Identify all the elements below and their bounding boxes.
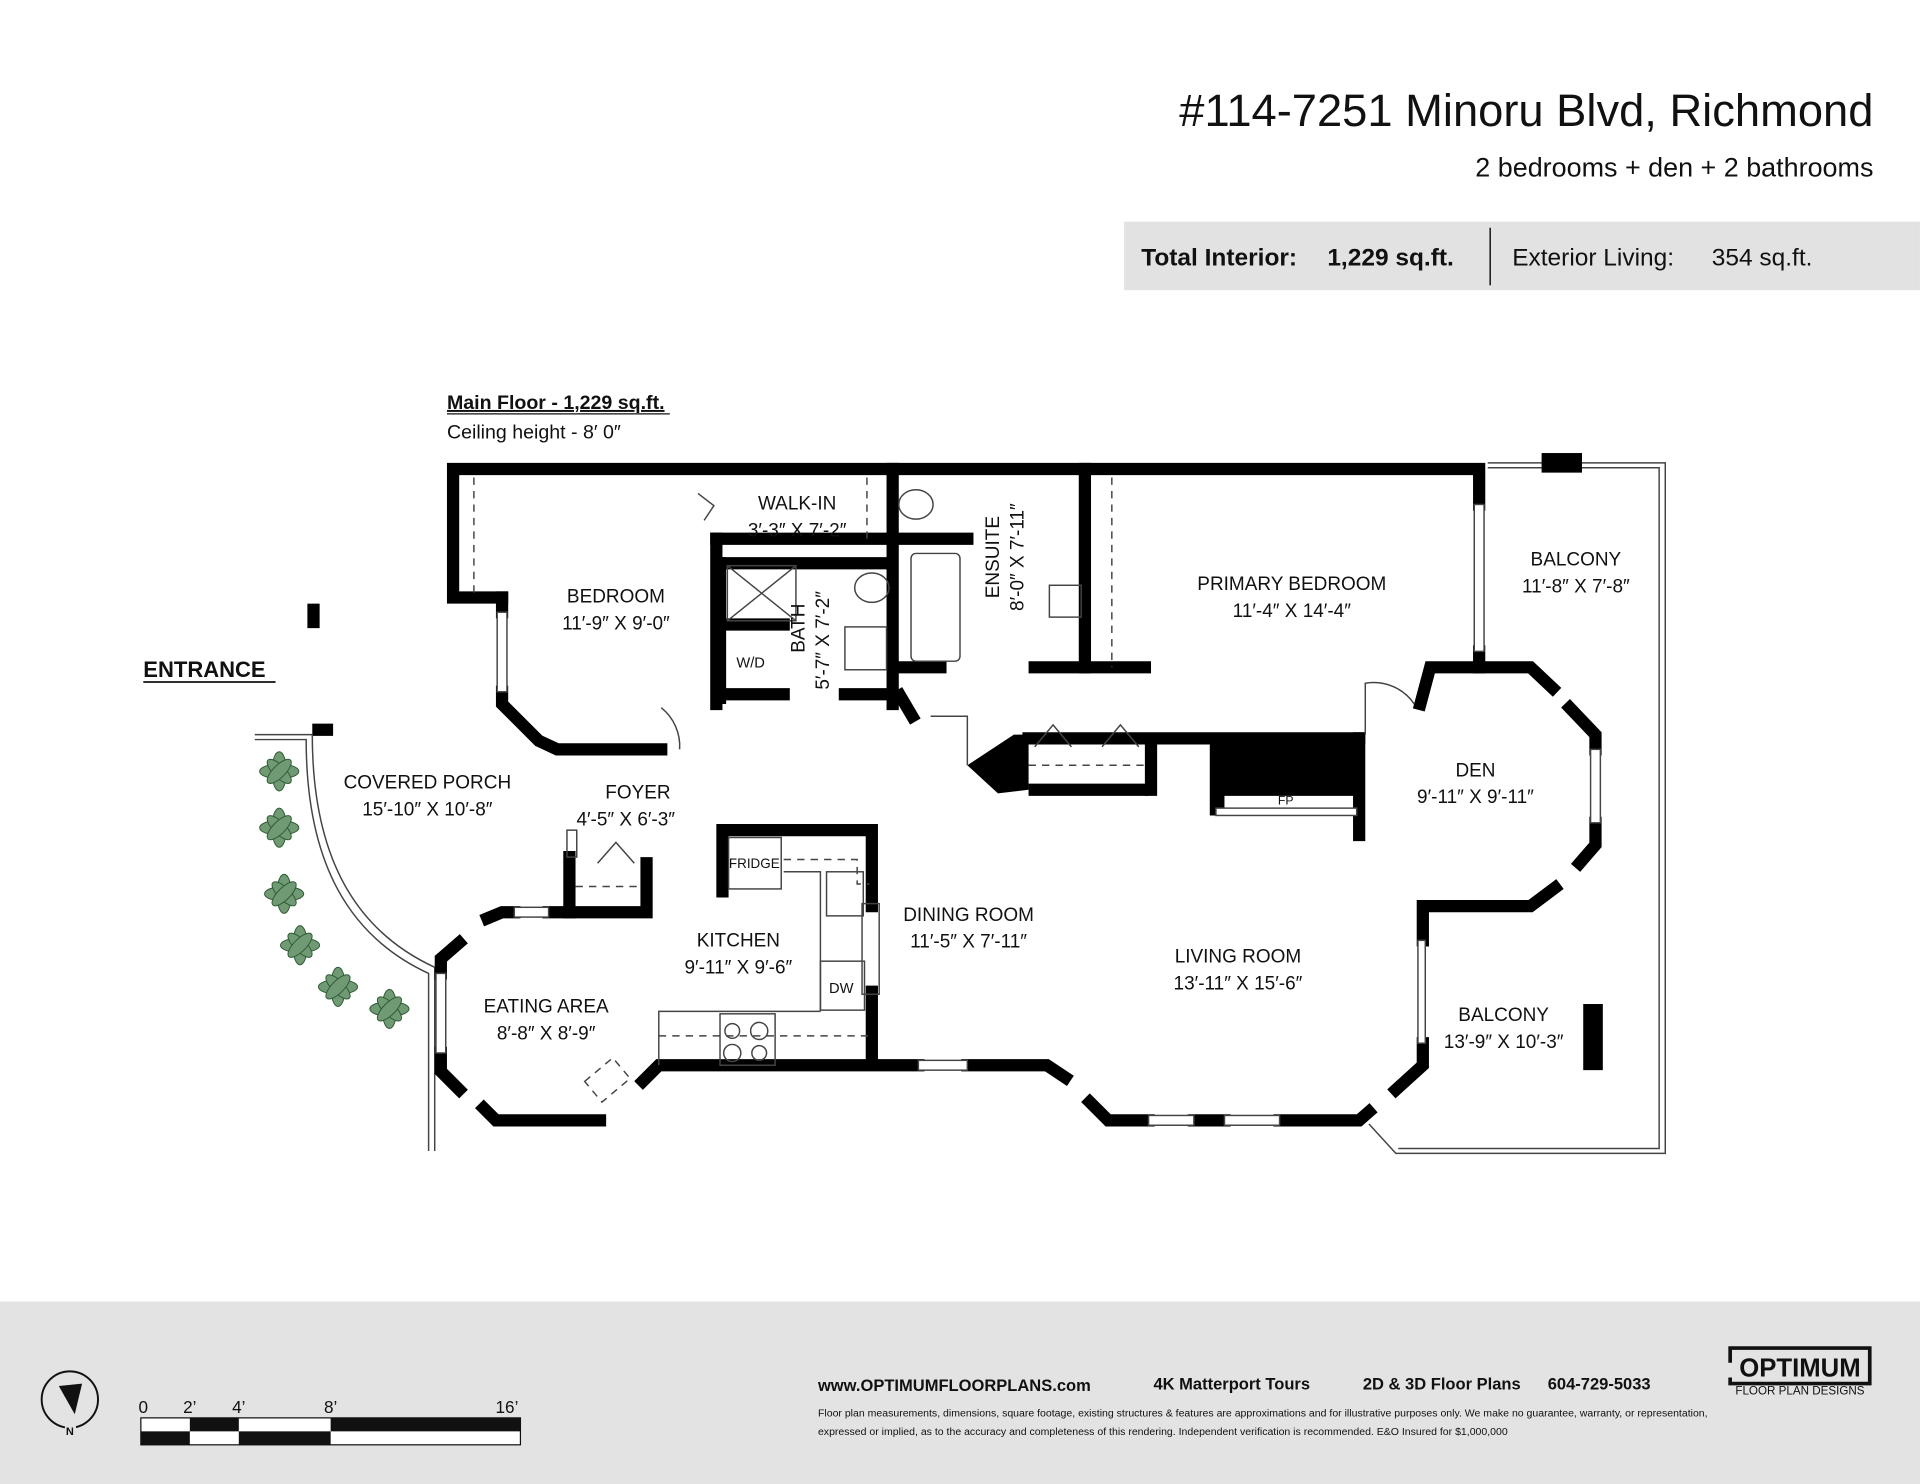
room-kitchen: KITCHEN 9′-11″ X 9′-6″ [685,930,793,978]
area-stats-box [1124,221,1920,291]
scale-bar: 0 2’ 4’ 8’ 16’ [139,1397,522,1446]
svg-text:13′-11″ X 15′-6″: 13′-11″ X 15′-6″ [1174,973,1303,994]
exterior-living-value: 354 sq.ft. [1712,245,1813,272]
room-foyer: FOYER 4′-5″ X 6′-3″ [576,782,675,830]
north-compass-icon: N [40,1370,99,1438]
scale-label-2: 2’ [183,1397,196,1417]
walls [434,462,1602,1127]
svg-text:11′-5″ X 7′-11″: 11′-5″ X 7′-11″ [910,932,1027,953]
svg-text:BALCONY: BALCONY [1458,1005,1549,1026]
svg-text:DEN: DEN [1455,760,1495,781]
room-covered-porch: COVERED PORCH 15′-10″ X 10′-8″ [344,773,512,821]
svg-text:FOYER: FOYER [605,782,670,803]
room-den: DEN 9′-11″ X 9′-11″ [1417,760,1534,808]
svg-text:BATH: BATH [788,604,809,653]
room-balcony-south: BALCONY 13′-9″ X 10′-3″ [1444,1005,1564,1053]
room-dining-room: DINING ROOM 11′-5″ X 7′-11″ [903,905,1034,953]
svg-text:5′-7″ X 7′-2″: 5′-7″ X 7′-2″ [813,591,834,690]
disclaimer-line-1: Floor plan measurements, dimensions, squ… [818,1408,1708,1420]
scale-label-8: 8’ [324,1397,337,1417]
floor-title: Main Floor - 1,229 sq.ft. [447,392,665,414]
svg-text:4′-5″ X 6′-3″: 4′-5″ X 6′-3″ [576,809,675,830]
scale-label-0: 0 [139,1397,149,1417]
dishwasher-label: DW [829,981,854,997]
svg-text:PRIMARY BEDROOM: PRIMARY BEDROOM [1197,574,1386,595]
porch-outline [254,603,436,1151]
room-primary-bedroom: PRIMARY BEDROOM 11′-4″ X 14′-4″ [1197,574,1386,622]
svg-text:13′-9″ X 10′-3″: 13′-9″ X 10′-3″ [1444,1032,1564,1053]
svg-text:EATING AREA: EATING AREA [484,997,609,1018]
svg-text:11′-4″ X 14′-4″: 11′-4″ X 14′-4″ [1233,601,1352,622]
room-walk-in: WALK-IN 3′-3″ X 7′-2″ [748,493,847,541]
svg-text:BEDROOM: BEDROOM [567,586,665,607]
address-title: #114-7251 Minoru Blvd, Richmond [1179,85,1873,136]
svg-text:DINING ROOM: DINING ROOM [903,905,1034,926]
svg-text:COVERED PORCH: COVERED PORCH [344,773,512,794]
svg-text:3′-3″ X 7′-2″: 3′-3″ X 7′-2″ [748,520,847,541]
ceiling-height: Ceiling height - 8′ 0″ [447,421,621,443]
svg-text:LIVING ROOM: LIVING ROOM [1175,946,1301,967]
svg-text:FLOOR PLAN DESIGNS: FLOOR PLAN DESIGNS [1735,1385,1864,1398]
windows-doors [435,477,1602,1126]
disclaimer-line-2: expressed or implied, as to the accuracy… [818,1426,1508,1438]
room-eating-area: EATING AREA 8′-8″ X 8′-9″ [484,997,609,1045]
svg-text:9′-11″ X 9′-6″: 9′-11″ X 9′-6″ [685,957,793,978]
unit-summary: 2 bedrooms + den + 2 bathrooms [1475,152,1873,182]
svg-text:9′-11″ X 9′-11″: 9′-11″ X 9′-11″ [1417,787,1534,808]
service-matterport: 4K Matterport Tours [1153,1375,1310,1394]
entrance-label: ENTRANCE [143,657,265,682]
svg-text:KITCHEN: KITCHEN [697,930,780,951]
total-interior-label: Total Interior: [1141,245,1297,272]
website-link[interactable]: www.OPTIMUMFLOORPLANS.com [817,1376,1091,1395]
room-bedroom: BEDROOM 11′-9″ X 9′-0″ [562,586,670,634]
room-balcony-north: BALCONY 11′-8″ X 7′-8″ [1522,550,1630,598]
footer-band [0,1301,1920,1484]
exterior-living-label: Exterior Living: [1512,245,1674,272]
scale-label-16: 16’ [496,1397,519,1417]
svg-text:BALCONY: BALCONY [1531,550,1622,571]
plant-icons [259,751,410,1030]
svg-text:N: N [66,1426,74,1438]
phone-number: 604-729-5033 [1548,1375,1651,1394]
fridge-label: FRIDGE [729,856,780,871]
svg-text:15′-10″ X 10′-8″: 15′-10″ X 10′-8″ [362,799,493,820]
scale-label-4: 4’ [232,1397,245,1417]
room-living-room: LIVING ROOM 13′-11″ X 15′-6″ [1174,946,1303,994]
svg-text:11′-9″ X 9′-0″: 11′-9″ X 9′-0″ [562,613,670,634]
svg-text:11′-8″ X 7′-8″: 11′-8″ X 7′-8″ [1522,577,1630,598]
optimum-logo: OPTIMUM FLOOR PLAN DESIGNS [1728,1346,1872,1398]
svg-text:ENSUITE: ENSUITE [983,516,1004,598]
fireplace-label: FP [1278,793,1294,807]
total-interior-value: 1,229 sq.ft. [1327,245,1453,272]
balcony-outline [1368,453,1667,1155]
svg-text:OPTIMUM: OPTIMUM [1739,1354,1860,1382]
service-floor-plans: 2D & 3D Floor Plans [1363,1375,1521,1394]
svg-text:8′-0″ X 7′-11″: 8′-0″ X 7′-11″ [1008,503,1029,611]
washer-dryer-label: W/D [736,655,765,671]
svg-text:8′-8″ X 8′-9″: 8′-8″ X 8′-9″ [497,1024,596,1045]
svg-text:WALK-IN: WALK-IN [758,493,836,514]
